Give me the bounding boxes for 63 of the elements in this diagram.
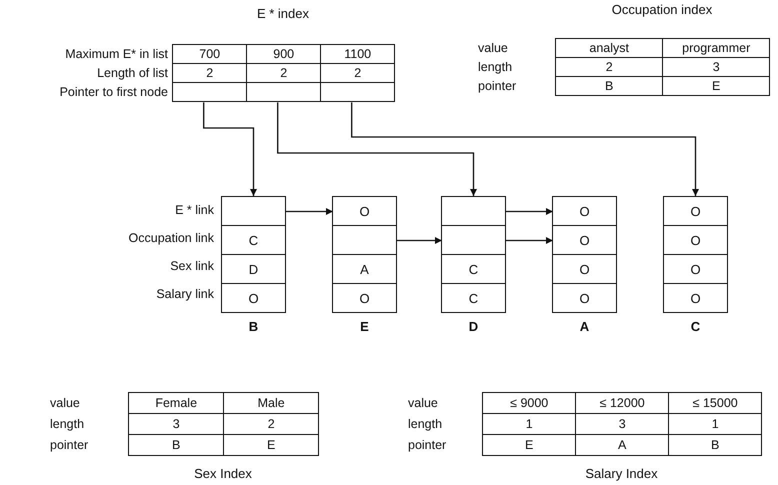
pointer-arrow — [277, 102, 477, 196]
link-cell: O — [333, 284, 396, 312]
link-cell: O — [664, 226, 727, 255]
table-cell: B — [555, 76, 664, 96]
table-title: Salary Index — [585, 466, 658, 481]
field-label: Salary link — [156, 287, 214, 301]
pointer-cell — [172, 82, 248, 102]
row-label: value — [50, 396, 81, 410]
link-cell: C — [222, 226, 285, 255]
record-name: A — [580, 319, 590, 334]
row-label: value — [478, 40, 509, 54]
link-cell: O — [553, 284, 616, 312]
pointer-arrow — [505, 237, 553, 244]
pointer-arrow — [396, 237, 442, 244]
row-label: length — [50, 416, 86, 430]
table-cell: Male — [223, 392, 320, 414]
table-cell: analyst — [555, 38, 664, 58]
row-label: value — [408, 396, 439, 410]
table-title: Sex Index — [194, 466, 252, 481]
table-cell: E — [223, 434, 320, 456]
link-cell: O — [664, 284, 727, 312]
row-label: length — [408, 416, 444, 430]
link-cell: C — [442, 284, 505, 312]
link-cell: O — [664, 197, 727, 226]
link-cell: C — [442, 255, 505, 284]
table-cell: ≤ 9000 — [482, 392, 576, 414]
row-label: Maximum E* in list — [65, 46, 169, 60]
link-cell: O — [664, 255, 727, 284]
table-cell: programmer — [662, 38, 770, 58]
row-label: pointer — [50, 438, 90, 452]
field-label: E * link — [175, 203, 214, 217]
field-label: Occupation link — [128, 231, 214, 245]
table-cell: B — [128, 434, 224, 456]
link-cell: D — [222, 255, 285, 284]
table-cell: Female — [128, 392, 224, 414]
table-cell: E — [482, 434, 576, 456]
row-label: pointer — [478, 78, 518, 92]
link-cell: O — [553, 255, 616, 284]
table-cell: ≤ 15000 — [668, 392, 762, 414]
link-cell: O — [553, 197, 616, 226]
link-cell: O — [222, 284, 285, 312]
pointer-arrow — [203, 102, 257, 196]
record-name: B — [248, 319, 258, 334]
link-cell: O — [553, 226, 616, 255]
table-title: E * index — [256, 6, 310, 21]
row-label: length — [478, 60, 514, 74]
row-label: Pointer to first node — [60, 84, 169, 98]
table-cell: E — [662, 76, 770, 96]
record-name: D — [468, 319, 478, 334]
table-cell: B — [668, 434, 762, 456]
table-cell: 700 — [172, 44, 248, 64]
row-label: Length of list — [97, 66, 169, 80]
pointer-arrow — [351, 102, 699, 196]
pointer-arrow — [285, 208, 333, 215]
record-name: C — [690, 319, 700, 334]
field-label: Sex link — [170, 259, 214, 273]
link-cell: A — [333, 255, 396, 284]
table-title: Occupation index — [612, 2, 712, 17]
row-label: pointer — [408, 438, 448, 452]
table-cell: 1100 — [320, 44, 396, 64]
pointer-arrow — [505, 208, 553, 215]
record-name: E — [360, 319, 369, 334]
pointer-cell — [320, 82, 396, 102]
